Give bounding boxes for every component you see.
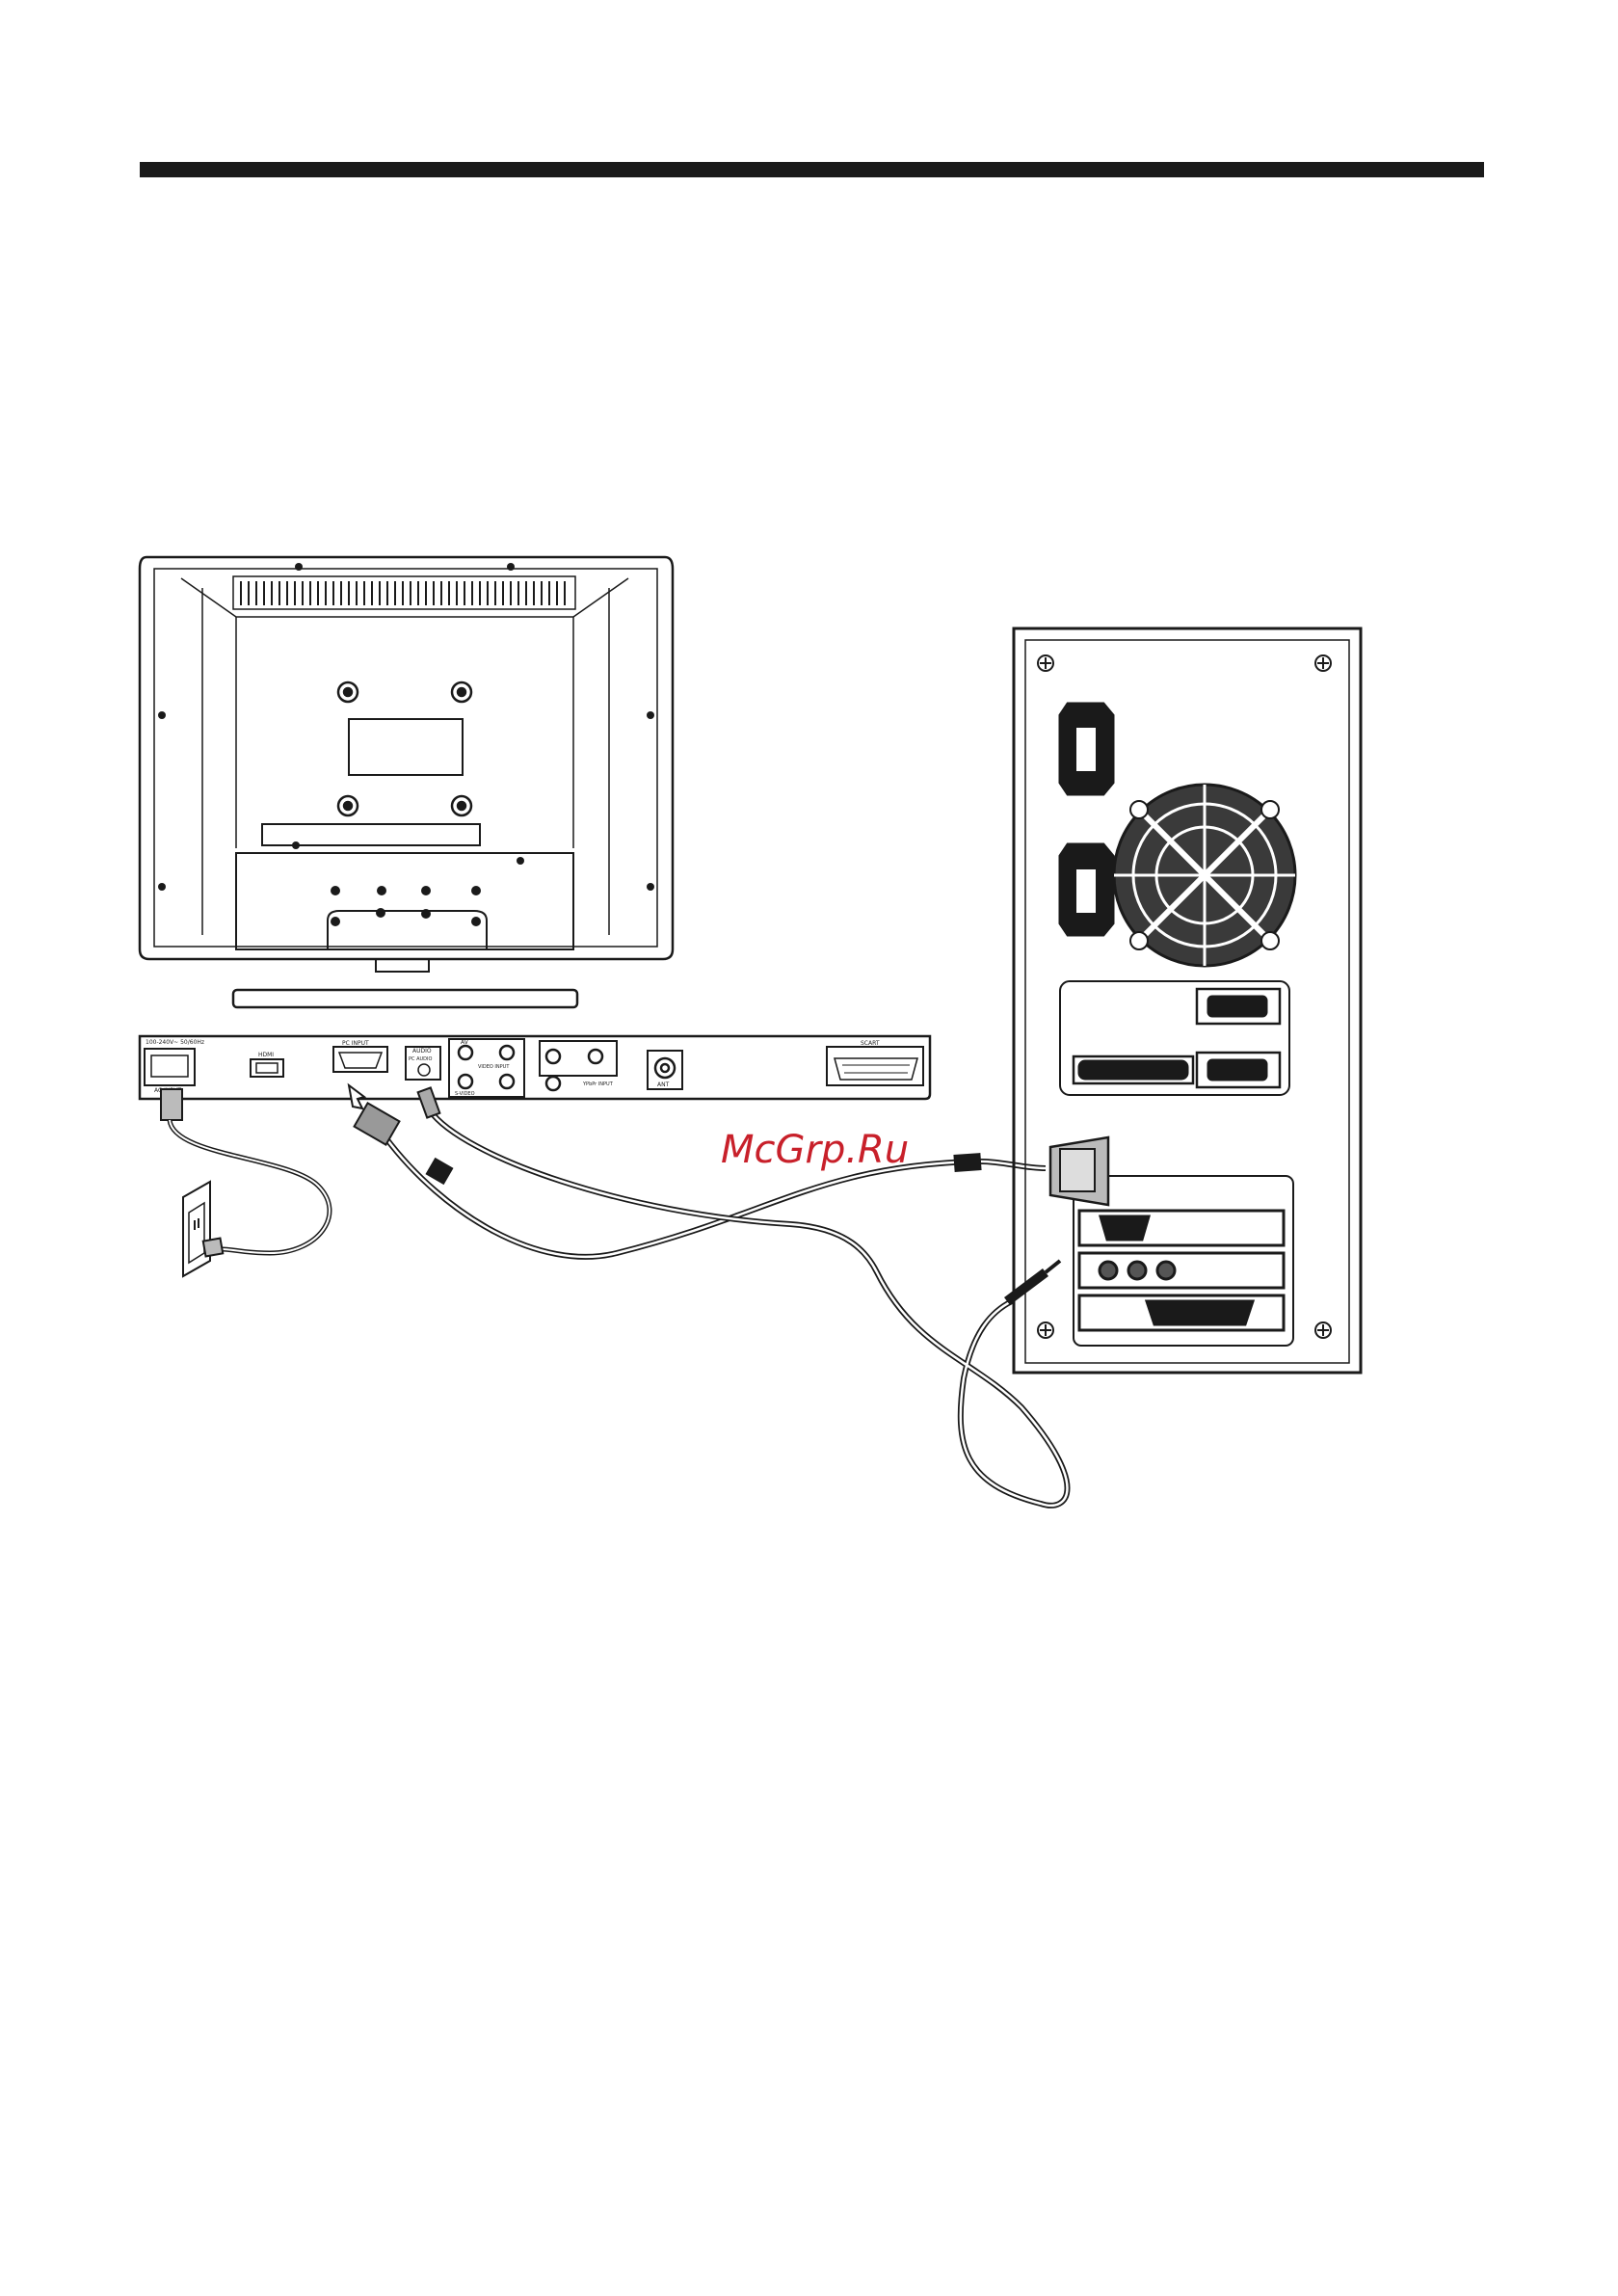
tv-rear-view	[140, 557, 673, 1007]
s-video-label: S-VIDEO	[455, 1091, 475, 1097]
insert-arrow-icon	[349, 1085, 364, 1108]
av-label: AV	[461, 1039, 469, 1046]
power-cable	[161, 1089, 330, 1256]
vga-cable	[355, 1103, 1046, 1257]
audio-label: AUDIO	[412, 1048, 432, 1055]
wall-outlet	[183, 1182, 210, 1276]
scart-label: SCART	[861, 1040, 880, 1047]
ac-input-rating: 100-240V~ 50/60Hz	[146, 1039, 204, 1046]
pc-tower	[1014, 628, 1361, 1373]
ant-label: ANT	[657, 1081, 670, 1088]
audio-sub-label: PC AUDIO	[409, 1056, 433, 1062]
header-rule	[140, 162, 1484, 177]
tv-connector-panel	[140, 1036, 930, 1099]
video-input-label: VIDEO INPUT	[478, 1064, 510, 1070]
watermark: McGrp.Ru	[721, 1128, 909, 1172]
hdmi-label: HDMI	[258, 1052, 274, 1058]
ypbpr-label: YPbPr INPUT	[582, 1081, 614, 1087]
pc-input-label: PC INPUT	[342, 1040, 369, 1047]
